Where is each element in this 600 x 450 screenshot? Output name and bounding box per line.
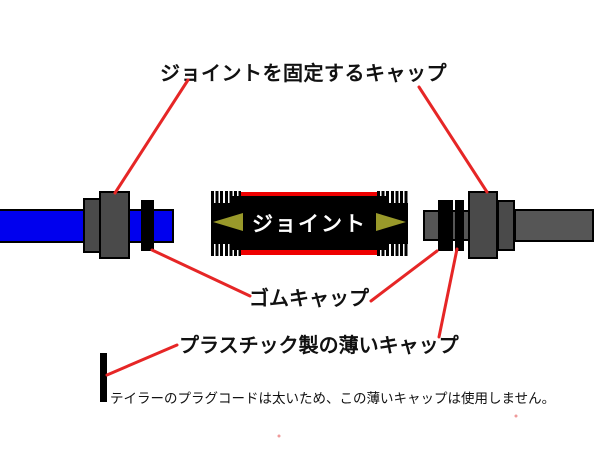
stray-speck	[514, 414, 518, 418]
joint-body	[230, 196, 389, 250]
pointer-line-plastic-bar	[105, 343, 179, 377]
arrow-left-icon	[213, 213, 243, 231]
rubber-cap-label: ゴムキャップ	[249, 286, 369, 310]
right-fixing-cap	[468, 191, 498, 259]
stray-speck	[277, 434, 281, 438]
right-thin-plastic-cap	[455, 200, 464, 251]
arrow-right-icon	[376, 213, 406, 231]
joint-label: ジョイント	[252, 212, 367, 236]
fix-cap-label: ジョイントを固定するキャップ	[160, 61, 447, 85]
right-plug-cable	[514, 209, 594, 242]
left-rubber-cap	[141, 200, 154, 251]
note-text: テイラーのプラグコードは太いため、この薄いキャップは使用しません。	[110, 391, 556, 407]
left-fixing-cap	[99, 191, 130, 259]
right-cap-step	[497, 200, 515, 251]
pointer-line-plastic-right	[437, 247, 459, 339]
pointer-line-fixcap-right	[417, 85, 489, 194]
pointer-line-rubber-left	[150, 248, 252, 298]
pointer-line-rubber-right	[369, 249, 439, 303]
right-rubber-cap	[438, 200, 453, 251]
plastic-cap-label: プラスチック製の薄いキャップ	[179, 333, 459, 357]
pointer-line-fixcap-left	[113, 78, 190, 195]
joint-assembly: ジョイント	[211, 191, 408, 256]
thin-cap-sample-bar	[100, 353, 107, 402]
